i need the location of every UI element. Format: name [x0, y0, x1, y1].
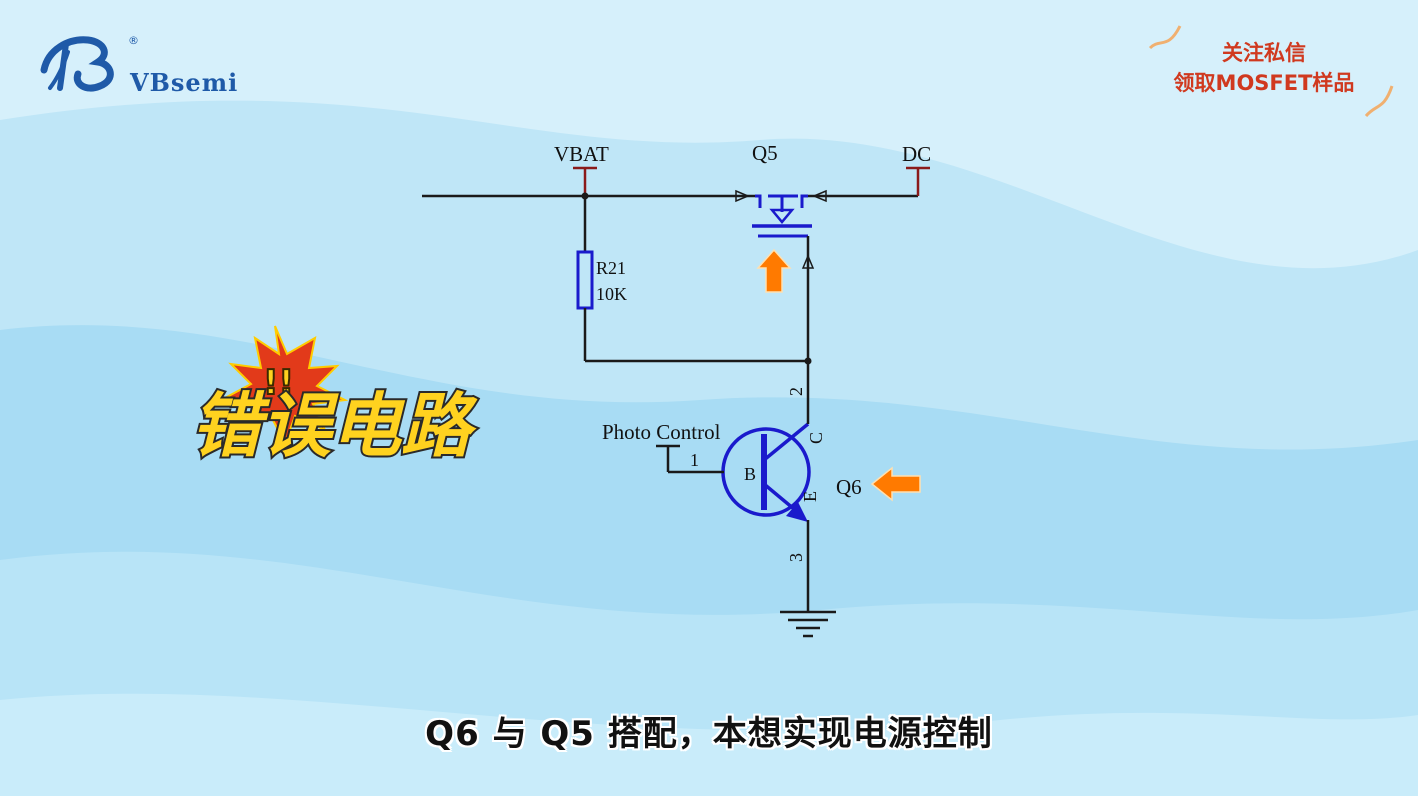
dc-label: DC	[902, 142, 931, 166]
r21-value: 10K	[596, 284, 627, 304]
pin-2-label: 2	[786, 387, 806, 396]
brand-name: VBsemi	[130, 68, 239, 97]
photo-control-label: Photo Control	[602, 420, 721, 444]
registered-mark: ®	[128, 34, 139, 47]
ground-symbol-icon	[780, 610, 836, 638]
pin-b-label: B	[744, 464, 756, 484]
pin-1-label: 1	[690, 450, 699, 470]
pin-e-label: E	[800, 491, 820, 502]
badge-title: 错误电路	[191, 385, 478, 467]
wrong-circuit-badge: !! 错误电路	[189, 325, 480, 468]
starburst-icon	[222, 325, 349, 447]
npn-transistor-q6: B C E Q6	[721, 420, 862, 612]
promo-text: 关注私信 领取MOSFET样品	[1144, 38, 1384, 98]
r21-label: R21	[596, 258, 626, 278]
ribbon-decoration-icon	[1148, 25, 1394, 118]
badge-exclaim: !!	[263, 363, 294, 403]
vbsemi-logo: ® VBsemi	[38, 30, 268, 100]
vb-logo-mark-icon	[40, 36, 114, 92]
left-arrow-icon	[870, 466, 921, 502]
subtitle-caption: Q6 与 Q5 搭配，本想实现电源控制	[425, 714, 993, 754]
mosfet-q5: Q5	[735, 141, 827, 269]
vbat-label: VBAT	[554, 142, 609, 166]
pin-c-label: C	[806, 432, 826, 444]
resistor-r21	[576, 250, 594, 310]
q5-label: Q5	[752, 141, 778, 165]
pin-3-label: 3	[786, 553, 806, 562]
q6-label: Q6	[836, 475, 862, 499]
promo-line-1: 关注私信	[1222, 41, 1306, 65]
promo-line-2: 领取MOSFET样品	[1173, 71, 1355, 95]
up-arrow-icon	[756, 248, 792, 293]
